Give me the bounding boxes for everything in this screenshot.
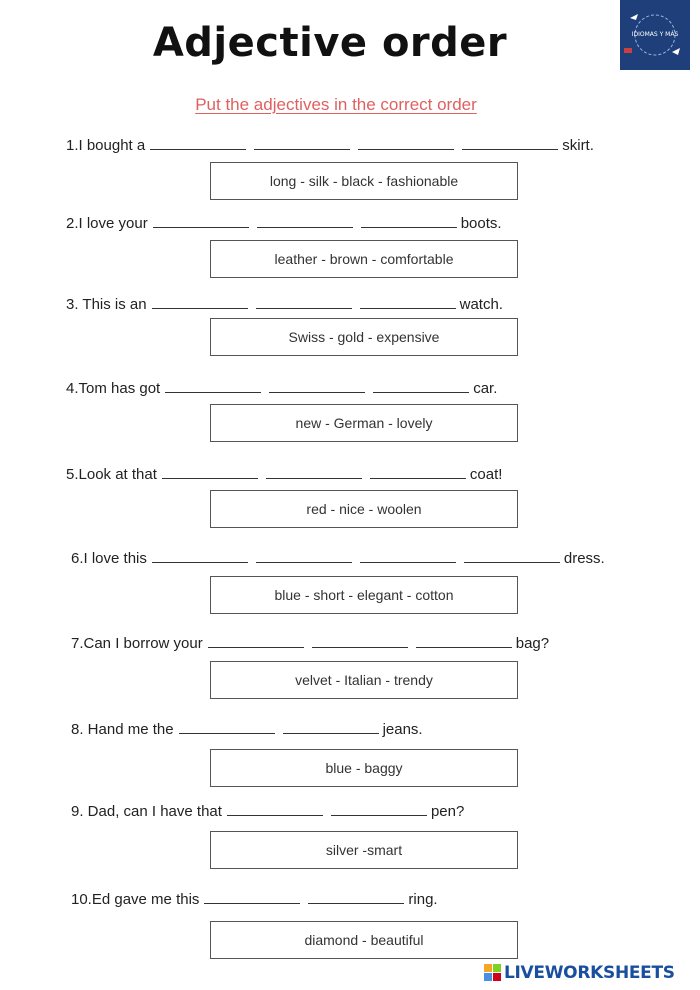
adjective-options: long - silk - black - fashionable [269,173,459,189]
liveworksheets-logo-icon [484,964,501,981]
question-text: 5.Look at that [66,466,157,483]
adjective-options: silver -smart [325,842,403,858]
question-ending: skirt. [562,137,594,154]
answer-blank[interactable] [373,380,470,393]
answer-blank[interactable] [265,466,362,479]
answer-blank[interactable] [254,137,351,150]
adjective-options-box: velvet - Italian - trendy [210,661,518,699]
answer-blank[interactable] [152,215,249,228]
adjective-options-box: Swiss - gold - expensive [210,318,518,356]
logo-text: IDIOMAS Y MÁS [631,31,679,38]
question-ending: boots. [460,215,502,232]
question-6: 6.I love this dress. [71,550,605,568]
answer-blank[interactable] [269,380,366,393]
answer-blank[interactable] [282,721,379,734]
adjective-options-box: silver -smart [210,831,518,869]
answer-blank[interactable] [463,550,560,563]
adjective-options-box: leather - brown - comfortable [210,240,518,278]
answer-blank[interactable] [369,466,466,479]
question-ending: jeans. [382,721,423,738]
question-5: 5.Look at that coat! [66,466,502,484]
answer-blank[interactable] [165,380,262,393]
page-title: Adjective order [152,20,508,66]
question-3: 3. This is an watch. [66,296,503,314]
answer-blank[interactable] [256,215,353,228]
answer-blank[interactable] [415,635,512,648]
answer-blank[interactable] [359,296,456,309]
question-text: 2.I love your [66,215,148,232]
adjective-options: leather - brown - comfortable [274,251,454,267]
question-ending: ring. [408,891,438,908]
question-ending: car. [473,380,498,397]
answer-blank[interactable] [359,550,456,563]
answer-blank[interactable] [308,891,405,904]
adjective-options-box: blue - short - elegant - cotton [210,576,518,614]
airplane-icon [624,14,680,56]
adjective-options-box: new - German - lovely [210,404,518,442]
question-ending: watch. [459,296,503,313]
answer-blank[interactable] [204,891,301,904]
answer-blank[interactable] [255,296,352,309]
adjective-options-box: long - silk - black - fashionable [210,162,518,200]
question-text: 7.Can I borrow your [71,635,203,652]
answer-blank[interactable] [360,215,457,228]
question-text: 9. Dad, can I have that [71,803,222,820]
adjective-options: Swiss - gold - expensive [288,329,440,345]
question-10: 10.Ed gave me this ring. [71,891,438,909]
answer-blank[interactable] [151,296,248,309]
adjective-options: blue - short - elegant - cotton [274,587,454,603]
question-2: 2.I love your boots. [66,215,502,233]
adjective-options: diamond - beautiful [304,932,424,948]
idiomas-logo: IDIOMAS Y MÁS [620,0,690,70]
answer-blank[interactable] [226,803,323,816]
question-text: 8. Hand me the [71,721,174,738]
answer-blank[interactable] [178,721,275,734]
adjective-options-box: blue - baggy [210,749,518,787]
question-1: 1.I bought a skirt. [66,137,594,155]
adjective-options: red - nice - woolen [306,501,422,517]
adjective-options: new - German - lovely [295,415,433,431]
answer-blank[interactable] [311,635,408,648]
instructions: Put the adjectives in the correct order [195,95,477,114]
question-text: 10.Ed gave me this [71,891,200,908]
answer-blank[interactable] [255,550,352,563]
question-ending: dress. [563,550,605,567]
answer-blank[interactable] [358,137,455,150]
answer-blank[interactable] [150,137,247,150]
answer-blank[interactable] [161,466,258,479]
question-ending: bag? [515,635,550,652]
question-9: 9. Dad, can I have that pen? [71,803,464,821]
answer-blank[interactable] [207,635,304,648]
adjective-options-box: red - nice - woolen [210,490,518,528]
brand-text: LIVEWORKSHEETS [504,963,675,983]
adjective-options: velvet - Italian - trendy [295,672,433,688]
answer-blank[interactable] [330,803,427,816]
adjective-options-box: diamond - beautiful [210,921,518,959]
adjective-options: blue - baggy [325,760,403,776]
question-ending: pen? [430,803,465,820]
question-text: 3. This is an [66,296,147,313]
question-text: 4.Tom has got [66,380,161,397]
answer-blank[interactable] [151,550,248,563]
answer-blank[interactable] [462,137,559,150]
question-text: 1.I bought a [66,137,146,154]
question-7: 7.Can I borrow your bag? [71,635,549,653]
question-4: 4.Tom has got car. [66,380,497,398]
question-text: 6.I love this [71,550,147,567]
liveworksheets-brand: LIVEWORKSHEETS [484,962,675,984]
question-ending: coat! [469,466,503,483]
question-8: 8. Hand me the jeans. [71,721,423,739]
